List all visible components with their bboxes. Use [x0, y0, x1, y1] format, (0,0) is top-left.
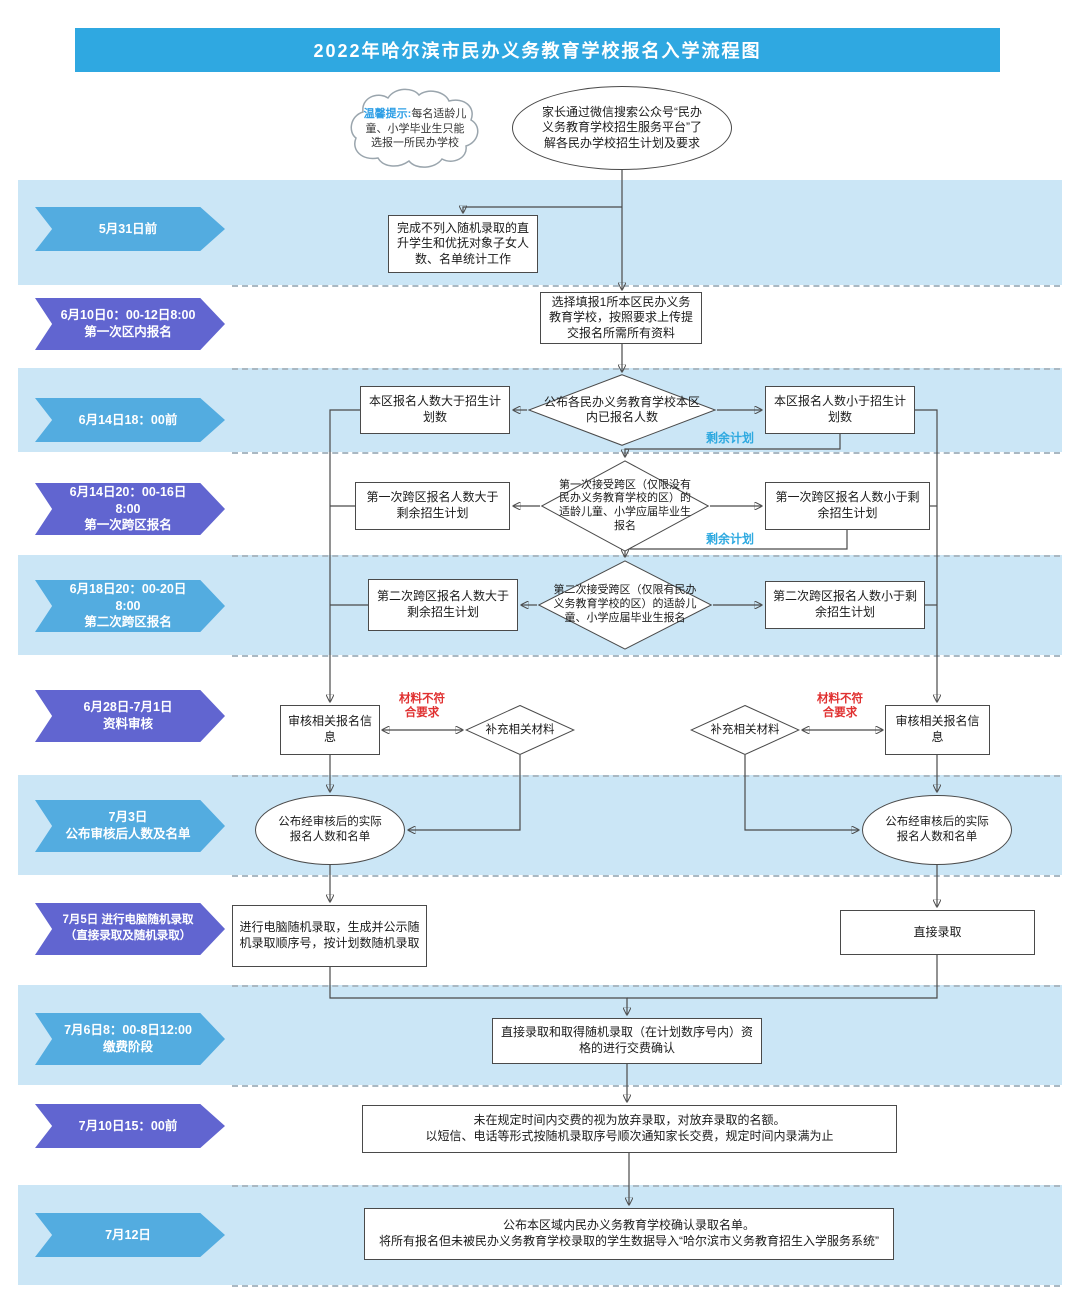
row-separator [232, 285, 1060, 287]
label-remaining-plan-2: 剩余计划 [705, 532, 754, 546]
node-first-apply: 选择填报1所本区民办义务教育学校，按照要求上传提交报名所需所有资料 [540, 292, 702, 344]
timeline-step-5: 6月18日20：00-20日8:00 第二次跨区报名 [35, 580, 225, 632]
timeline-step-9: 7月6日8：00-8日12:00 缴费阶段 [35, 1013, 225, 1065]
decision-publish-counts: 公布各民办义务教育学校本区内已报名人数 [527, 374, 717, 446]
tip-body: 每名适龄儿童、小学毕业生只能选报一所民办学校 [365, 107, 467, 150]
label-materials-mismatch-right: 材料不符 合要求 [817, 693, 863, 720]
timeline-label: 7月3日 公布审核后人数及名单 [65, 810, 191, 841]
timeline-label: 6月18日20：00-20日8:00 第二次跨区报名 [69, 581, 187, 630]
node-district-lt: 本区报名人数小于招生计划数 [765, 386, 915, 434]
node-stat-work: 完成不列入随机录取的直升学生和优抚对象子女人数、名单统计工作 [388, 215, 538, 273]
timeline-step-10: 7月10日15：00前 [35, 1104, 225, 1148]
timeline-step-7: 7月3日 公布审核后人数及名单 [35, 800, 225, 852]
node-cross2-lt: 第二次跨区报名人数小于剩余招生计划 [765, 581, 925, 629]
decision-supplement-right: 补充相关材料 [690, 705, 800, 755]
node-direct-admit: 直接录取 [840, 910, 1035, 955]
node-publish-final-left: 公布经审核后的实际报名人数和名单 [255, 795, 405, 865]
node-district-gt: 本区报名人数大于招生计划数 [360, 386, 510, 434]
decision-supplement-left: 补充相关材料 [465, 705, 575, 755]
cloud-icon [350, 88, 479, 168]
timeline-label: 5月31日前 [98, 221, 158, 236]
timeline-step-11: 7月12日 [35, 1213, 225, 1257]
diamond-shape [527, 374, 717, 446]
timeline-step-3: 6月14日18：00前 [35, 398, 225, 442]
row-separator [232, 1185, 1060, 1187]
timeline-step-4: 6月14日20：00-16日8:00 第一次跨区报名 [35, 483, 225, 535]
page-title: 2022年哈尔滨市民办义务教育学校报名入学流程图 [75, 28, 1000, 72]
decision-label: 补充相关材料 [710, 723, 780, 736]
node-cross1-gt: 第一次跨区报名人数大于剩余招生计划 [355, 482, 510, 530]
decision-cross2-accept: 第二次接受跨区（仅限有民办义务教育学校的区）的适龄儿童、小学应届毕业生报名 [537, 560, 713, 650]
decision-label: 补充相关材料 [485, 723, 555, 736]
timeline-step-6: 6月28日-7月1日 资料审核 [35, 690, 225, 742]
timeline-label: 6月14日20：00-16日8:00 第一次跨区报名 [69, 484, 187, 533]
decision-label: 第一次接受跨区（仅限没有民办义务教育学校的区）的适龄儿童、小学应届毕业生报名 [559, 478, 691, 532]
node-publish-final-right: 公布经审核后的实际报名人数和名单 [862, 795, 1012, 865]
node-lottery: 进行电脑随机录取，生成并公示随机录取顺序号，按计划数随机录取 [232, 905, 427, 967]
node-pay-deadline: 未在规定时间内交费的视为放弃录取，对放弃录取的名额。 以短信、电话等形式按随机录… [362, 1105, 897, 1153]
timeline-label: 7月12日 [105, 1227, 151, 1242]
row-separator [232, 368, 1060, 370]
row-separator [232, 775, 1060, 777]
timeline-step-1: 5月31日前 [35, 207, 225, 251]
timeline-label: 6月28日-7月1日 资料审核 [83, 700, 173, 731]
timeline-step-8: 7月5日 进行电脑随机录取 （直接录取及随机录取） [35, 903, 225, 955]
node-final-publish: 公布本区域内民办义务教育学校确认录取名单。 将所有报名但未被民办义务教育学校录取… [364, 1208, 894, 1260]
label-remaining-plan-1: 剩余计划 [705, 431, 754, 445]
diamond-shape [690, 705, 800, 755]
row-separator [232, 1285, 1060, 1287]
decision-label: 公布各民办义务教育学校本区内已报名人数 [543, 395, 700, 424]
node-review-right: 审核相关报名信息 [885, 705, 990, 755]
timeline-label: 6月10日0：00-12日8:00 第一次区内报名 [60, 308, 196, 339]
diamond-shape [465, 705, 575, 755]
node-cross1-lt: 第一次跨区报名人数小于剩余招生计划 [765, 482, 930, 530]
diamond-shape [537, 560, 713, 650]
tip-cloud: 温馨提示:每名适龄儿童、小学毕业生只能选报一所民办学校 [348, 88, 482, 170]
row-separator [232, 655, 1060, 657]
row-separator [232, 452, 1060, 454]
timeline-label: 6月14日18：00前 [78, 412, 178, 427]
node-cross2-gt: 第二次跨区报名人数大于剩余招生计划 [368, 579, 518, 631]
diamond-shape [540, 460, 710, 552]
node-wechat-search: 家长通过微信搜索公众号“民办义务教育学校招生服务平台”了解各民办学校招生计划及要… [512, 86, 732, 170]
row-separator [232, 1085, 1060, 1087]
label-materials-mismatch-left: 材料不符 合要求 [399, 693, 445, 720]
row-separator [232, 875, 1060, 877]
timeline-step-2: 6月10日0：00-12日8:00 第一次区内报名 [35, 298, 225, 350]
row-separator [232, 555, 1060, 557]
timeline-label: 7月10日15：00前 [78, 1118, 178, 1133]
node-review-left: 审核相关报名信息 [280, 705, 380, 755]
tip-text: 温馨提示:每名适龄儿童、小学毕业生只能选报一所民办学校 [348, 101, 482, 158]
timeline-label: 7月5日 进行电脑随机录取 （直接录取及随机录取） [62, 914, 194, 942]
node-pay-confirm: 直接录取和取得随机录取（在计划数序号内）资格的进行交费确认 [492, 1018, 762, 1064]
decision-label: 第二次接受跨区（仅限有民办义务教育学校的区）的适龄儿童、小学应届毕业生报名 [553, 584, 697, 624]
timeline-label: 7月6日8：00-8日12:00 缴费阶段 [64, 1023, 192, 1054]
row-separator [232, 985, 1060, 987]
decision-cross1-accept: 第一次接受跨区（仅限没有民办义务教育学校的区）的适龄儿童、小学应届毕业生报名 [540, 460, 710, 552]
tip-prefix: 温馨提示: [363, 107, 412, 120]
